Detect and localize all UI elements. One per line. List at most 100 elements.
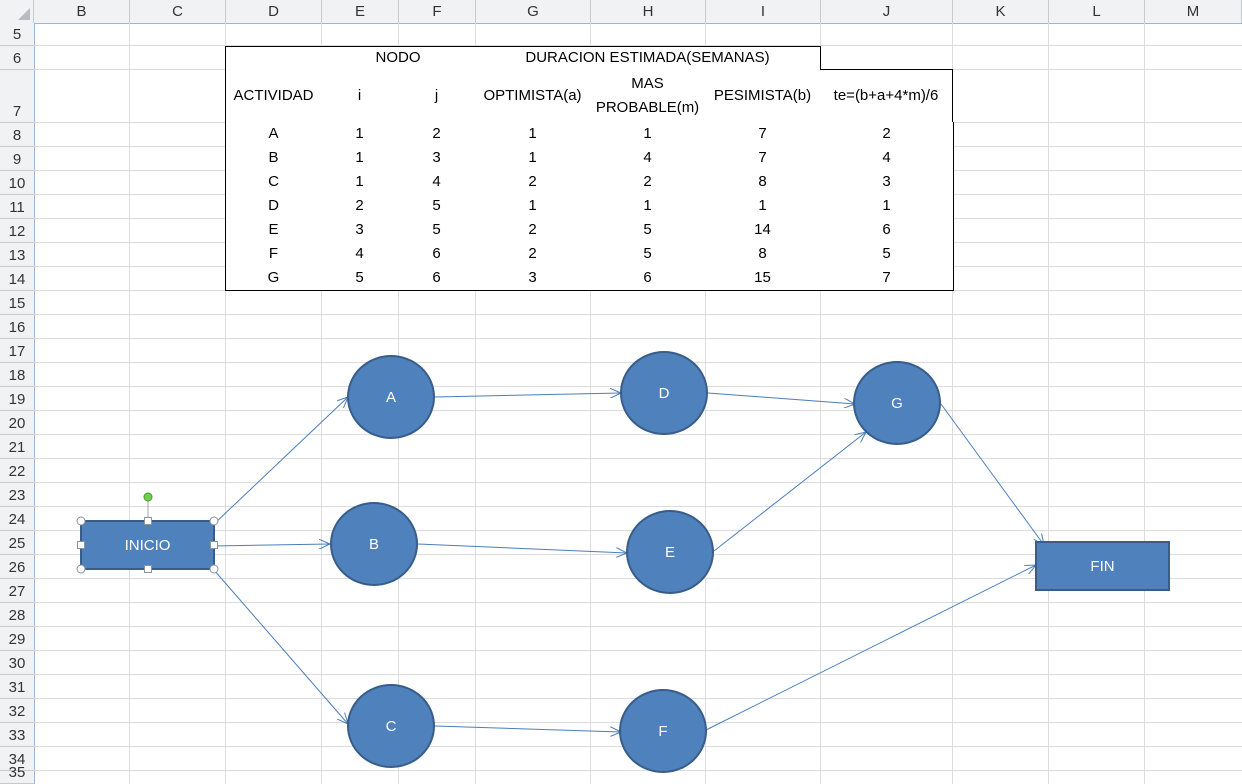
cell-j-row-4[interactable]: 5 bbox=[398, 194, 476, 219]
column-header-g[interactable]: G bbox=[476, 0, 591, 23]
row-header-12[interactable]: 12 bbox=[0, 219, 34, 243]
row-header-14[interactable]: 14 bbox=[0, 267, 34, 291]
row-header-13[interactable]: 13 bbox=[0, 243, 34, 267]
cell-optimista-row-1[interactable]: 1 bbox=[475, 122, 591, 147]
cell-te-row-1[interactable]: 2 bbox=[820, 122, 954, 147]
cell-te-row-3[interactable]: 3 bbox=[820, 170, 954, 195]
cell-i-row-7[interactable]: 5 bbox=[321, 266, 399, 291]
node-d[interactable]: D bbox=[620, 351, 708, 435]
inicio-label: INICIO bbox=[125, 537, 171, 554]
row-header-9[interactable]: 9 bbox=[0, 147, 34, 171]
arrow-a-d[interactable] bbox=[434, 393, 621, 397]
row-header-27[interactable]: 27 bbox=[0, 579, 34, 603]
row-header-16[interactable]: 16 bbox=[0, 315, 34, 339]
arrow-d-g[interactable] bbox=[707, 392, 855, 404]
column-header-f[interactable]: F bbox=[399, 0, 476, 23]
resize-handle-br[interactable] bbox=[209, 564, 219, 574]
arrow-inicio-c[interactable] bbox=[213, 569, 348, 724]
arrow-inicio-a[interactable] bbox=[213, 397, 348, 525]
row-header-21[interactable]: 21 bbox=[0, 435, 34, 459]
row-header-30[interactable]: 30 bbox=[0, 651, 34, 675]
column-header-c[interactable]: C bbox=[130, 0, 226, 23]
row-header-17[interactable]: 17 bbox=[0, 339, 34, 363]
row-header-19[interactable]: 19 bbox=[0, 387, 34, 411]
cell-j-row-3[interactable]: 4 bbox=[398, 170, 476, 195]
column-header-b[interactable]: B bbox=[34, 0, 130, 23]
row-header-22[interactable]: 22 bbox=[0, 459, 34, 483]
arrow-b-e[interactable] bbox=[417, 543, 627, 553]
resize-handle-tr[interactable] bbox=[209, 516, 219, 526]
cell-actividad-row-6[interactable]: F bbox=[225, 242, 322, 267]
row-header-25[interactable]: 25 bbox=[0, 531, 34, 555]
header-duracion[interactable]: DURACION ESTIMADA(SEMANAS) bbox=[475, 46, 821, 70]
cell-optimista-row-7[interactable]: 3 bbox=[475, 266, 591, 291]
arrow-c-f[interactable] bbox=[434, 725, 621, 732]
row-header-29[interactable]: 29 bbox=[0, 627, 34, 651]
node-f[interactable]: F bbox=[619, 689, 707, 773]
column-header-i[interactable]: I bbox=[706, 0, 821, 23]
row-header-26[interactable]: 26 bbox=[0, 555, 34, 579]
node-c[interactable]: C bbox=[347, 684, 435, 768]
rotate-handle[interactable] bbox=[143, 492, 153, 502]
column-header-e[interactable]: E bbox=[322, 0, 399, 23]
select-all-corner[interactable] bbox=[0, 0, 34, 23]
cell-te-row-5[interactable]: 6 bbox=[820, 218, 954, 243]
row-header-23[interactable]: 23 bbox=[0, 483, 34, 507]
resize-handle-bottom[interactable] bbox=[144, 565, 152, 573]
row-header-7[interactable]: 7 bbox=[0, 70, 34, 123]
row-header-20[interactable]: 20 bbox=[0, 411, 34, 435]
resize-handle-left[interactable] bbox=[77, 541, 85, 549]
row-header-33[interactable]: 33 bbox=[0, 723, 34, 747]
column-header-j[interactable]: J bbox=[821, 0, 953, 23]
cell-actividad-row-7[interactable]: G bbox=[225, 266, 322, 291]
cell-pesimista-row-2[interactable]: 7 bbox=[705, 146, 821, 171]
cell-mas-probable-row-1[interactable]: 1 bbox=[590, 122, 706, 147]
row-header-18[interactable]: 18 bbox=[0, 363, 34, 387]
row-header-10[interactable]: 10 bbox=[0, 171, 34, 195]
node-g[interactable]: G bbox=[853, 361, 941, 445]
cell-pesimista-row-4[interactable]: 1 bbox=[705, 194, 821, 219]
column-header-l[interactable]: L bbox=[1049, 0, 1145, 23]
gridline bbox=[34, 674, 1242, 675]
cell-pesimista-row-1[interactable]: 7 bbox=[705, 122, 821, 147]
arrow-e-g[interactable] bbox=[713, 432, 866, 552]
row-header-34[interactable]: 34 bbox=[0, 747, 34, 771]
col-header-mas-probable[interactable]: MAS PROBABLE(m) bbox=[590, 69, 706, 123]
row-header-11[interactable]: 11 bbox=[0, 195, 34, 219]
cell-pesimista-row-7[interactable]: 15 bbox=[705, 266, 821, 291]
column-header-k[interactable]: K bbox=[953, 0, 1049, 23]
cell-actividad-row-2[interactable]: B bbox=[225, 146, 322, 171]
row-header-15[interactable]: 15 bbox=[0, 291, 34, 315]
arrow-g-fin[interactable] bbox=[940, 403, 1044, 545]
row-header-8[interactable]: 8 bbox=[0, 123, 34, 147]
node-e[interactable]: E bbox=[626, 510, 714, 594]
cell-te-row-7[interactable]: 7 bbox=[820, 266, 954, 291]
col-header-pesimista[interactable]: PESIMISTA(b) bbox=[705, 69, 821, 123]
node-inicio[interactable]: INICIO bbox=[76, 492, 219, 574]
resize-handle-top[interactable] bbox=[144, 517, 152, 525]
arrow-inicio-b[interactable] bbox=[213, 544, 330, 546]
row-header-6[interactable]: 6 bbox=[0, 46, 34, 70]
gridline bbox=[1048, 23, 1049, 784]
row-header-28[interactable]: 28 bbox=[0, 603, 34, 627]
cell-pesimista-row-3[interactable]: 8 bbox=[705, 170, 821, 195]
resize-handle-right[interactable] bbox=[210, 541, 218, 549]
col-header-actividad[interactable]: ACTIVIDAD bbox=[225, 69, 322, 123]
arrow-f-fin[interactable] bbox=[705, 565, 1036, 731]
row-header-31[interactable]: 31 bbox=[0, 675, 34, 699]
row-header-5[interactable]: 5 bbox=[0, 23, 34, 46]
gridline bbox=[820, 23, 821, 784]
row-header-24[interactable]: 24 bbox=[0, 507, 34, 531]
column-header-h[interactable]: H bbox=[591, 0, 706, 23]
node-a[interactable]: A bbox=[347, 355, 435, 439]
resize-handle-tl[interactable] bbox=[76, 516, 86, 526]
cell-te-row-4[interactable]: 1 bbox=[820, 194, 954, 219]
column-header-d[interactable]: D bbox=[226, 0, 322, 23]
resize-handle-bl[interactable] bbox=[76, 564, 86, 574]
cell-j-row-6[interactable]: 6 bbox=[398, 242, 476, 267]
row-header-32[interactable]: 32 bbox=[0, 699, 34, 723]
cell-mas-probable-row-3[interactable]: 2 bbox=[590, 170, 706, 195]
node-fin[interactable]: FIN bbox=[1035, 541, 1170, 591]
node-b[interactable]: B bbox=[330, 502, 418, 586]
